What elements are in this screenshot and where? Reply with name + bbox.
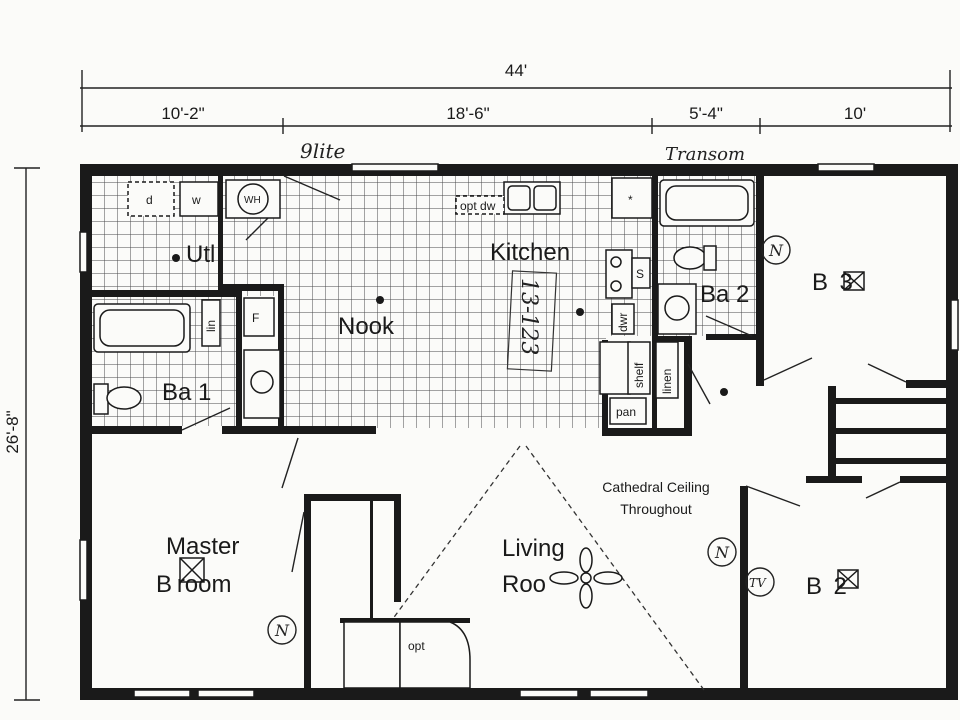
dryer-label: d [146, 193, 153, 207]
fridge-star: * [628, 193, 633, 207]
window-note: 9lite [300, 139, 345, 163]
dwr-label: dwr [616, 313, 630, 332]
pan-label: pan [616, 405, 636, 419]
kitchen-label: Kitchen [490, 239, 570, 266]
master-label-line2: B room [156, 571, 232, 598]
utility-label: Utl [186, 241, 215, 268]
bath1-label: Ba 1 [162, 379, 211, 406]
nook-label: Nook [338, 313, 395, 340]
cathedral-lines [391, 445, 705, 691]
door-swings [181, 175, 907, 573]
living-label-line2: Roo [502, 571, 546, 598]
dimension-lines [14, 70, 952, 701]
dim-seg4-label: 10' [844, 104, 866, 123]
depth-label: 26'-8" [3, 410, 22, 453]
opt-dw-label: opt dw [460, 199, 496, 213]
furnace-label: F [252, 311, 259, 325]
bedroom3-label: B 3 [812, 269, 853, 296]
tv-symbol: TV [749, 576, 767, 590]
ceiling-note-line2: Throughout [620, 501, 692, 517]
n-symbol-living: N [714, 543, 730, 562]
circled-n-icons [267, 235, 791, 645]
master-label-line1: Master [166, 533, 239, 560]
n-symbol-master: N [274, 621, 290, 640]
ceiling-fan-icon [549, 547, 623, 609]
dim-seg2-label: 18'-6" [446, 104, 489, 123]
n-symbol-bedroom3: N [768, 241, 784, 260]
windows [79, 163, 959, 698]
ceiling-note-line1: Cathedral Ceiling [602, 479, 709, 495]
overall-width-label: 44' [505, 61, 527, 80]
ceiling-light-dots [172, 254, 728, 396]
washer-label: w [191, 193, 201, 207]
stove-label: S [636, 267, 644, 281]
dim-seg1-label: 10'-2" [161, 104, 204, 123]
dim-seg3-label: 5'-4" [689, 104, 723, 123]
kitchen-dimension-note: 13-123 [516, 278, 541, 355]
fixtures [93, 177, 755, 689]
transom-note: Transom [665, 144, 745, 165]
smoke-detector-icons [179, 271, 865, 589]
opt-label: opt [408, 639, 425, 653]
linen2-label: linen [660, 369, 674, 394]
kitchen-note-box [506, 270, 558, 372]
living-label-line1: Living [502, 535, 565, 562]
bath2-label: Ba 2 [700, 281, 749, 308]
water-heater-label: WH [244, 195, 261, 206]
bedroom2-label: B 2 [806, 573, 847, 600]
linen1-label: lin [204, 320, 218, 332]
shelf-label: shelf [632, 362, 646, 388]
